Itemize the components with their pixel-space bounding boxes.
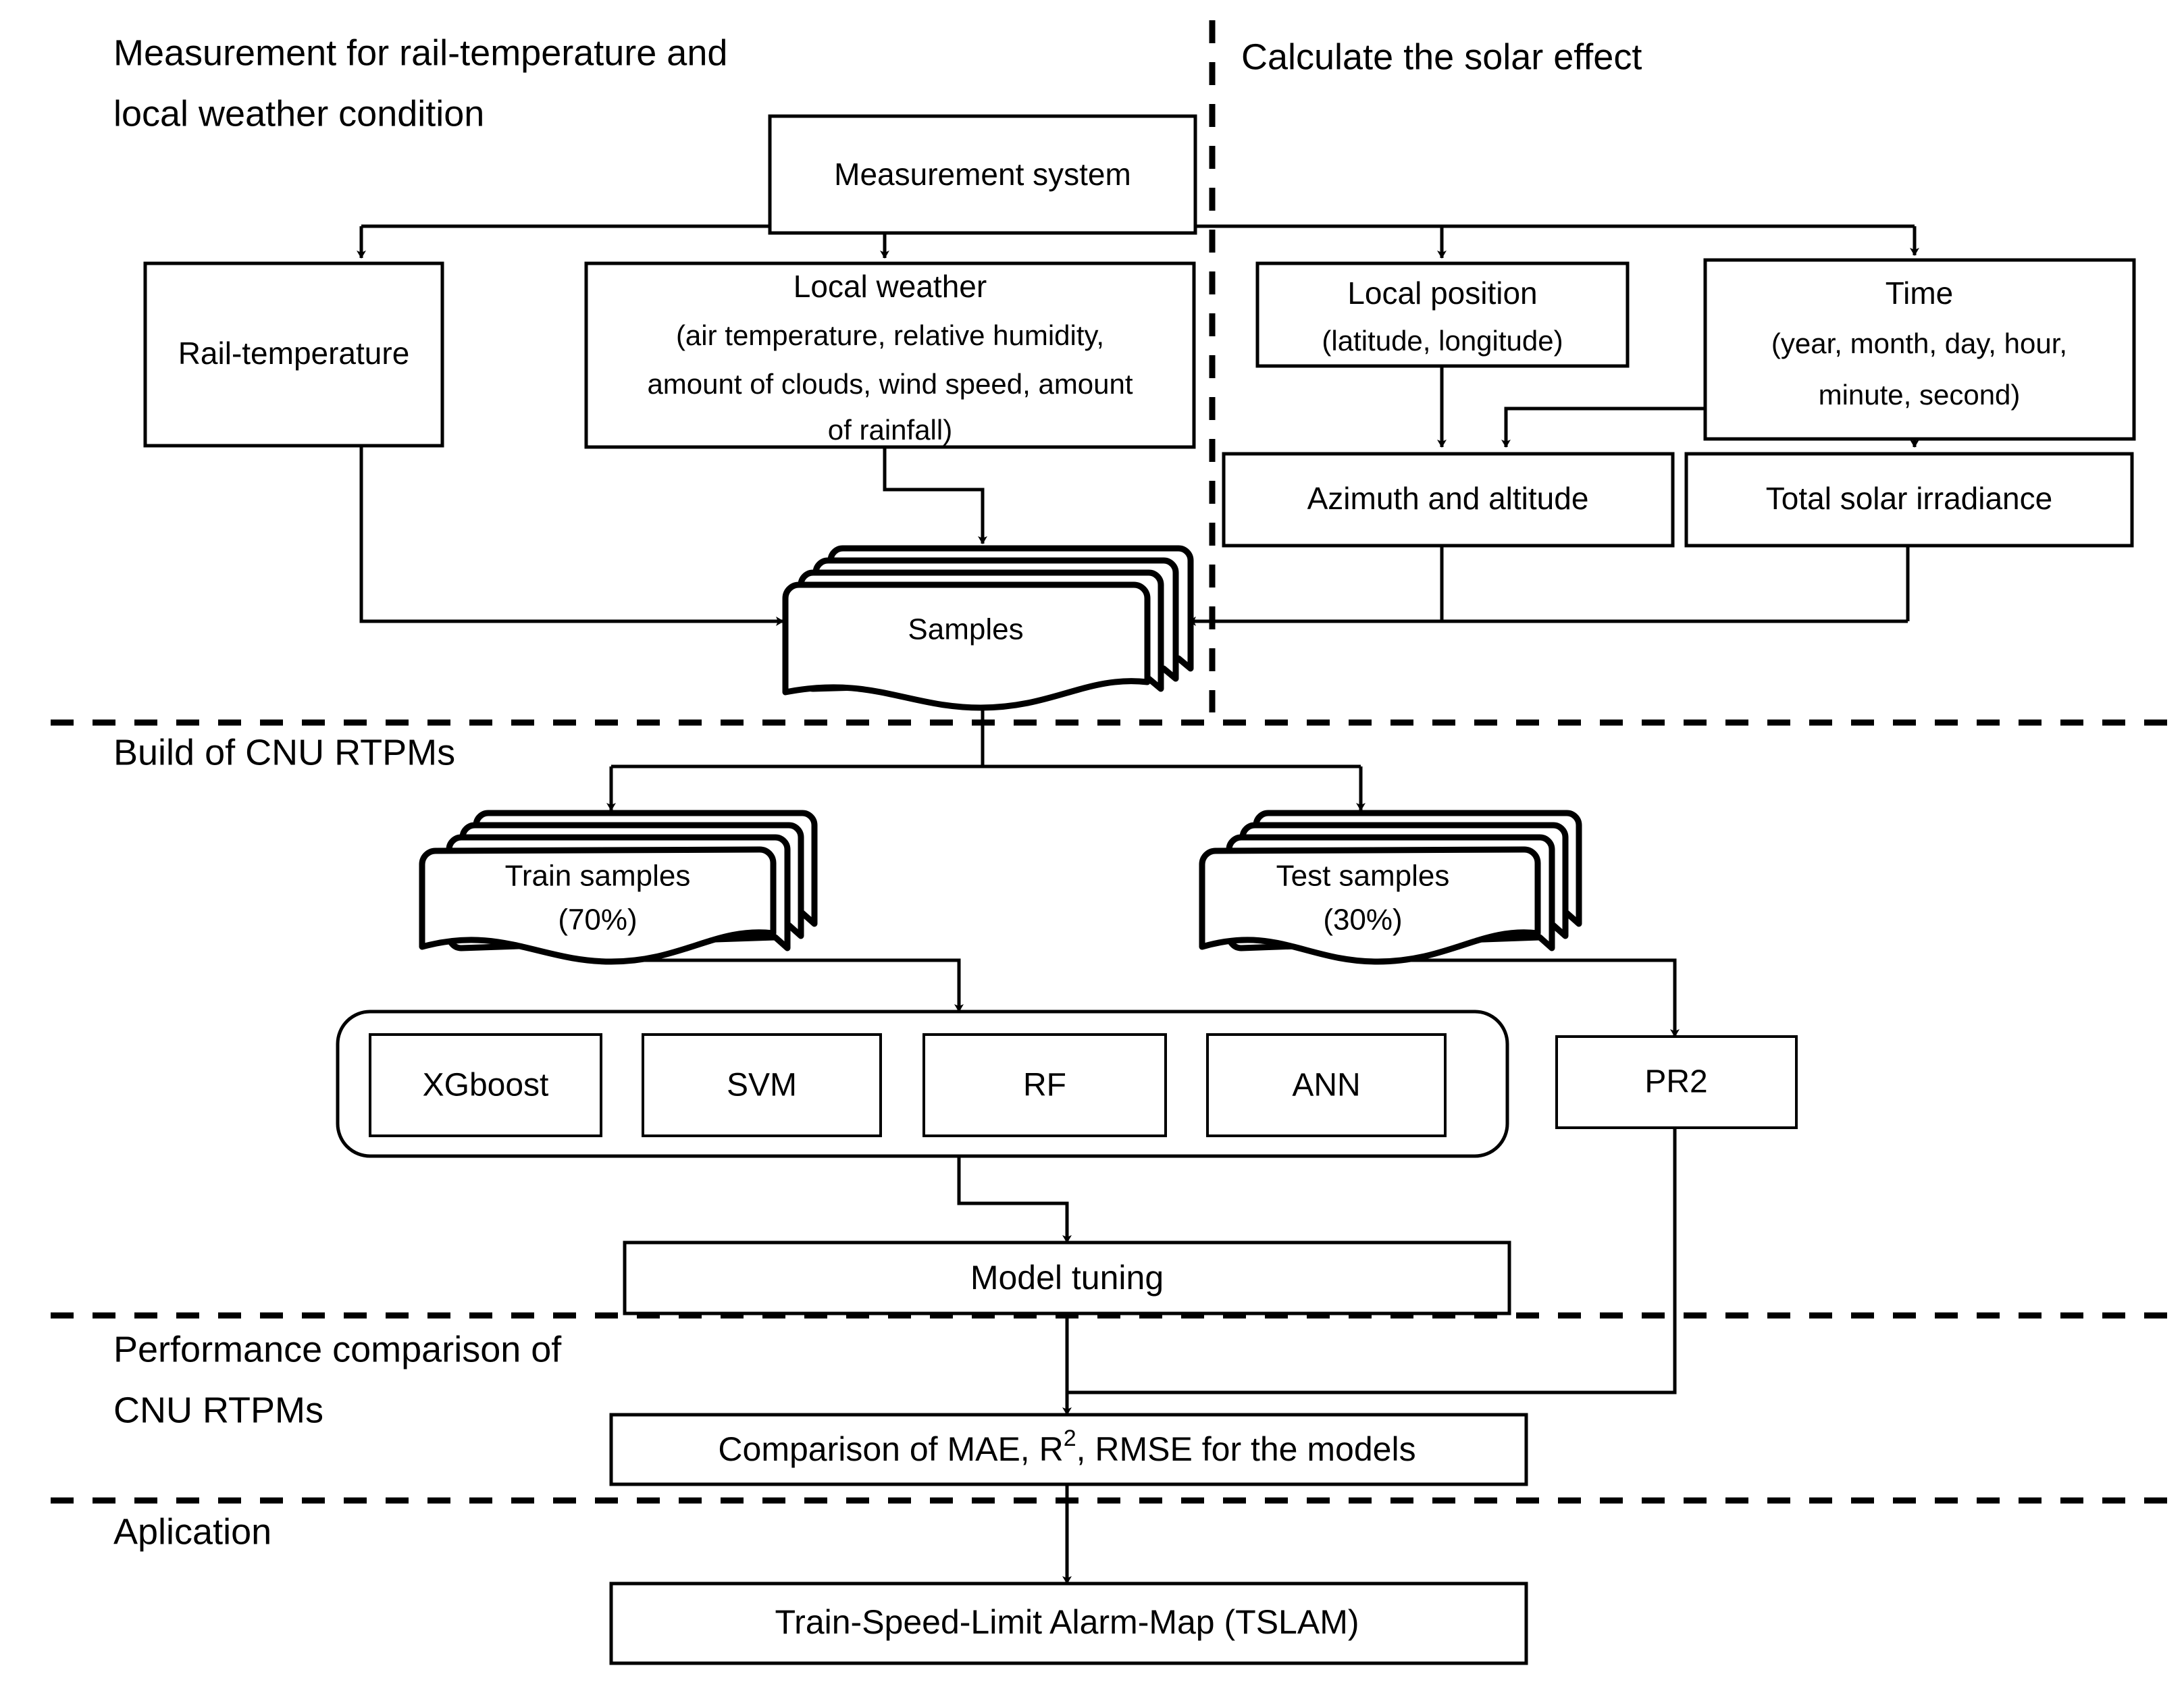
node-azimuth-altitude[interactable]: Azimuth and altitude	[1222, 452, 1675, 548]
node-tslam[interactable]: Train-Speed-Limit Alarm-Map (TSLAM)	[609, 1582, 1528, 1665]
node-azimuth-altitude-label: Azimuth and altitude	[1307, 481, 1589, 516]
node-samples[interactable]: Samples	[782, 545, 1194, 711]
node-model-svm[interactable]: SVM	[642, 1033, 882, 1137]
node-total-solar-irradiance-label: Total solar irradiance	[1766, 481, 2052, 516]
node-test-samples-line2: (30%)	[1323, 904, 1402, 937]
node-comparison-prefix: Comparison of MAE, R	[718, 1430, 1063, 1468]
node-comparison-superscript: 2	[1064, 1426, 1076, 1451]
node-model-rf[interactable]: RF	[922, 1033, 1167, 1137]
node-model-pr2[interactable]: PR2	[1555, 1035, 1798, 1129]
section-label-build: Build of CNU RTPMs	[113, 732, 455, 773]
node-local-weather-line1: Local weather	[794, 269, 987, 304]
node-rail-temperature-label: Rail-temperature	[178, 336, 410, 371]
node-train-samples-line2: (70%)	[558, 904, 637, 937]
node-model-ann-label: ANN	[1292, 1068, 1360, 1103]
node-test-samples[interactable]: Test samples (30%)	[1199, 810, 1582, 965]
node-model-rf-label: RF	[1023, 1068, 1066, 1103]
node-model-pr2-label: PR2	[1644, 1064, 1707, 1100]
node-local-weather-line3: amount of clouds, wind speed, amount	[647, 368, 1133, 400]
node-model-svm-label: SVM	[727, 1068, 797, 1103]
node-local-weather-line4: of rainfall)	[828, 414, 952, 446]
node-comparison-suffix: , RMSE for the models	[1076, 1430, 1416, 1468]
node-local-weather[interactable]: Local weather (air temperature, relative…	[584, 261, 1196, 449]
node-total-solar-irradiance[interactable]: Total solar irradiance	[1684, 452, 2134, 548]
node-samples-label: Samples	[908, 613, 1023, 646]
node-train-samples[interactable]: Train samples (70%)	[419, 810, 818, 965]
section-label-measurement-line1: Measurement for rail-temperature and	[113, 32, 727, 73]
connector-models-to-tuning	[957, 1156, 1072, 1243]
node-rail-temperature[interactable]: Rail-temperature	[143, 261, 444, 448]
connector-railtemp-to-samples	[359, 444, 784, 626]
node-local-position[interactable]: Local position (latitude, longitude)	[1255, 261, 1630, 368]
connector-weather-to-samples	[883, 446, 987, 544]
section-label-solar: Calculate the solar effect	[1241, 36, 1642, 77]
node-time-line1: Time	[1886, 276, 1954, 311]
node-model-tuning-label: Model tuning	[970, 1259, 1164, 1297]
node-model-xgboost-label: XGboost	[423, 1068, 549, 1103]
section-label-performance-line1: Performance comparison of	[113, 1329, 562, 1369]
node-measurement-system-label: Measurement system	[834, 157, 1131, 192]
node-time-line2: (year, month, day, hour,	[1771, 328, 2067, 359]
connector-time-to-azimuth	[1501, 407, 1705, 448]
node-local-position-line1: Local position	[1347, 276, 1537, 311]
node-comparison-label: Comparison of MAE, R2, RMSE for the mode…	[718, 1426, 1415, 1468]
node-tslam-label: Train-Speed-Limit Alarm-Map (TSLAM)	[775, 1603, 1359, 1641]
section-label-performance-line2: CNU RTPMs	[113, 1390, 323, 1430]
node-train-samples-line1: Train samples	[505, 860, 691, 893]
section-label-application: Aplication	[113, 1511, 271, 1552]
node-model-tuning[interactable]: Model tuning	[623, 1241, 1511, 1315]
node-comparison[interactable]: Comparison of MAE, R2, RMSE for the mode…	[609, 1413, 1528, 1486]
connector-pr2-to-comparison	[1067, 1128, 1677, 1394]
node-local-weather-line2: (air temperature, relative humidity,	[676, 319, 1104, 351]
node-measurement-system[interactable]: Measurement system	[768, 114, 1197, 235]
node-test-samples-line1: Test samples	[1276, 860, 1450, 893]
node-time[interactable]: Time (year, month, day, hour, minute, se…	[1703, 258, 2136, 441]
section-label-measurement-line2: local weather condition	[113, 93, 484, 134]
node-model-xgboost[interactable]: XGboost	[369, 1033, 602, 1137]
node-time-line3: minute, second)	[1819, 379, 2021, 411]
node-local-position-line2: (latitude, longitude)	[1322, 325, 1563, 357]
node-model-ann[interactable]: ANN	[1206, 1033, 1447, 1137]
